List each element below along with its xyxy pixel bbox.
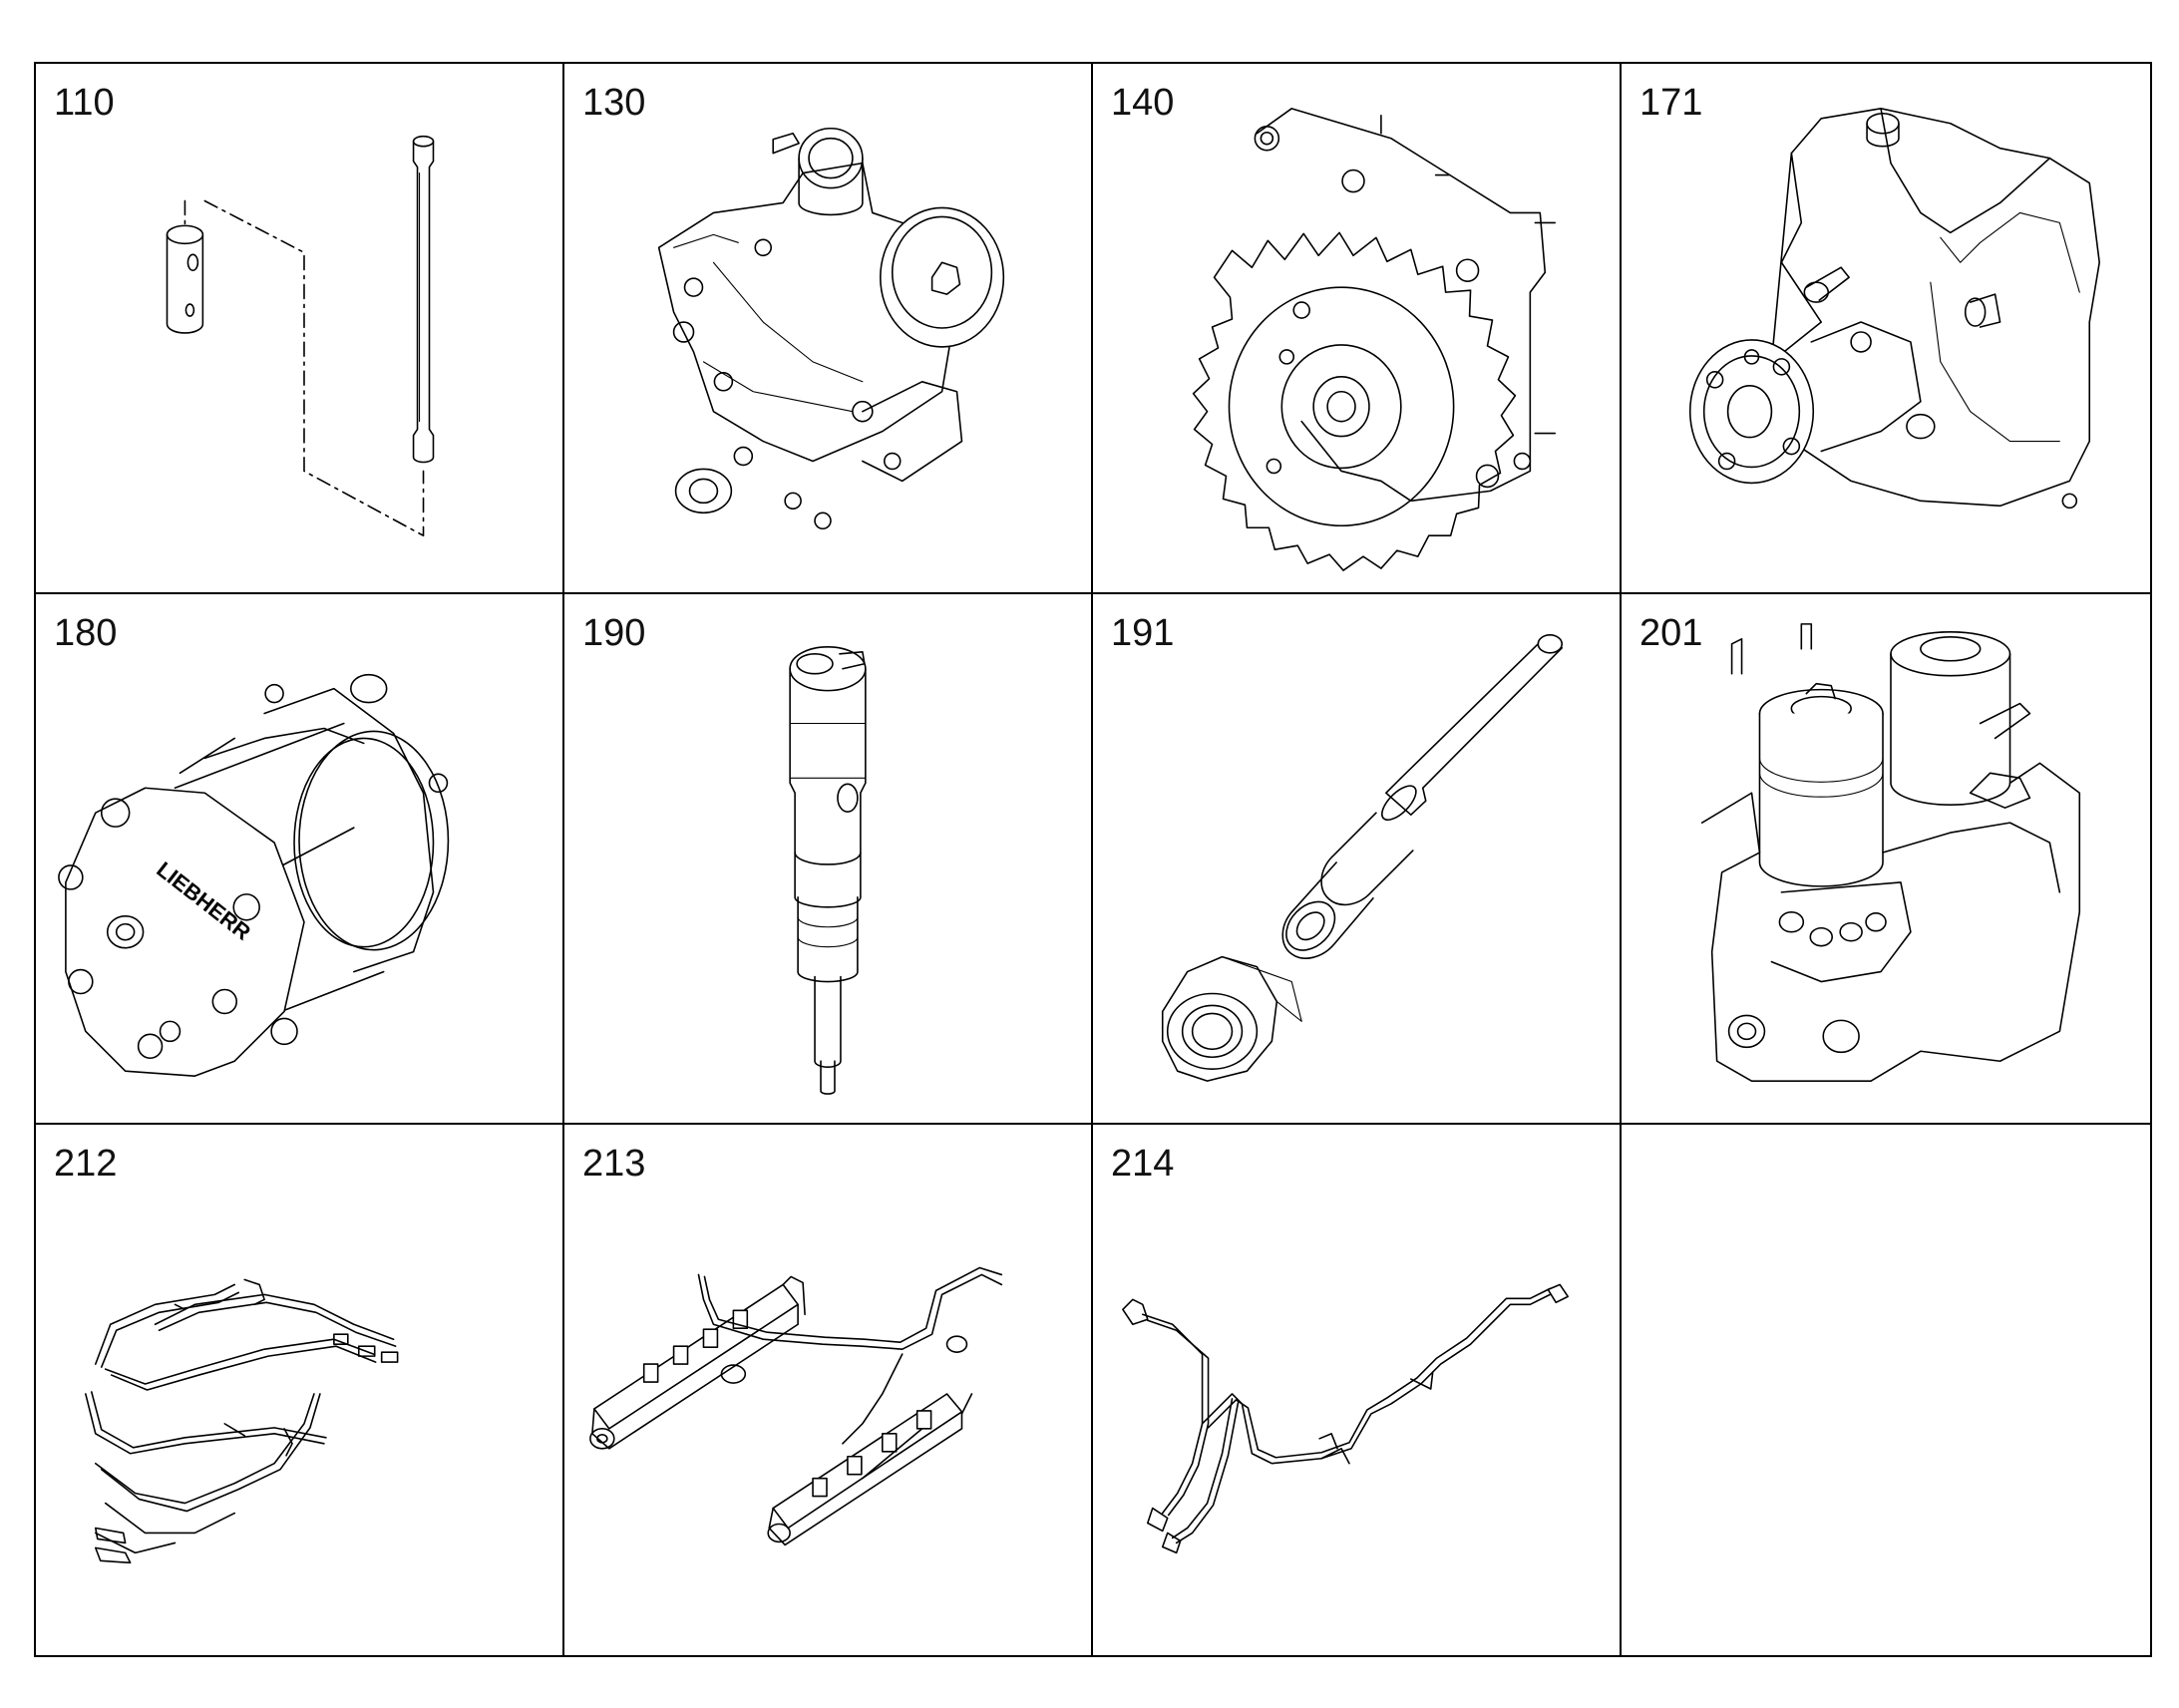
common-rail-icon (589, 1266, 1003, 1546)
part-cell-191[interactable]: 191 (1093, 594, 1622, 1125)
part-number: 213 (582, 1143, 646, 1185)
part-cell-130[interactable]: 130 (564, 64, 1093, 594)
empty-cell (1622, 1125, 2150, 1655)
fuel-line-set-icon (85, 1278, 399, 1564)
part-number: 201 (1639, 612, 1703, 654)
part-cell-212[interactable]: 212 (36, 1125, 564, 1655)
drive-gear-housing-icon (1192, 108, 1557, 571)
pushrod-and-tappet-icon (166, 135, 435, 537)
fuel-pump-with-filter-icon (657, 127, 1005, 530)
part-number: 214 (1111, 1143, 1175, 1185)
pressure-pipe-connector-icon (1161, 634, 1564, 1082)
double-fuel-filter-icon (1700, 623, 2081, 1082)
part-number: 190 (582, 612, 646, 654)
part-cell-180[interactable]: 180 LIEBHERR (36, 594, 564, 1125)
part-number: 130 (582, 82, 646, 124)
part-number: 191 (1111, 612, 1175, 654)
part-number: 212 (54, 1143, 118, 1185)
part-cell-214[interactable]: 214 (1093, 1125, 1622, 1655)
part-cell-171[interactable]: 171 (1622, 64, 2150, 594)
part-cell-201[interactable]: 201 (1622, 594, 2150, 1125)
parts-catalog-grid: 110 130 (34, 62, 2152, 1657)
fan-drive-housing-icon: LIEBHERR (58, 673, 450, 1077)
injection-line-icon (1122, 1283, 1569, 1554)
part-cell-213[interactable]: 213 (564, 1125, 1093, 1655)
part-cell-110[interactable]: 110 (36, 64, 564, 594)
part-number: 180 (54, 612, 118, 654)
part-number: 110 (54, 82, 115, 124)
part-cell-190[interactable]: 190 (564, 594, 1093, 1125)
injector-icon (789, 646, 867, 1095)
part-number: 140 (1111, 82, 1175, 124)
high-pressure-pump-icon (1688, 108, 2100, 510)
part-cell-140[interactable]: 140 (1093, 64, 1622, 594)
part-number: 171 (1639, 82, 1703, 124)
